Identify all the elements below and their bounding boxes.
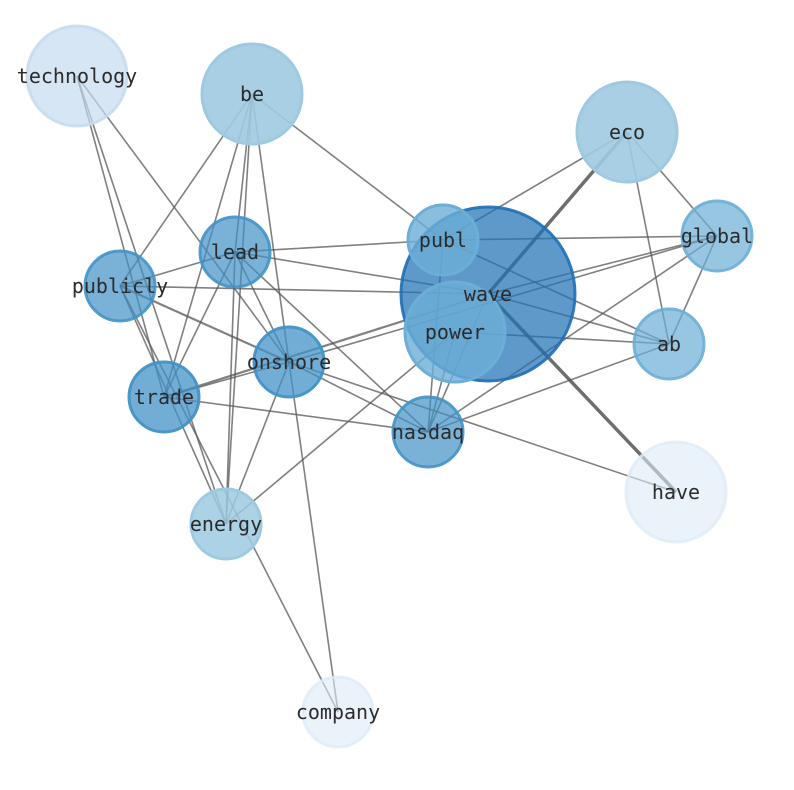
node-be[interactable] [200,42,304,146]
node-label-have: have [652,480,700,504]
node-energy[interactable] [189,487,263,561]
edge-global-nasdaq [427,235,718,433]
node-label-ab: ab [657,332,681,356]
edge-lead-energy [225,251,236,525]
edge-onshore-company [288,361,339,713]
node-lead[interactable] [198,215,272,289]
node-trade[interactable] [127,360,201,434]
edge-lead-nasdaq [234,251,429,433]
node-label-lead: lead [211,240,259,264]
node-company[interactable] [301,675,375,749]
edge-nasdaq-ab [427,343,670,433]
edge-onshore-have [288,361,677,493]
node-label-wave: wave [464,282,512,306]
node-label-publ: publ [419,228,467,252]
node-publ[interactable] [406,203,480,277]
node-technology[interactable] [25,24,129,128]
node-label-be: be [240,82,264,106]
node-label-trade: trade [134,385,194,409]
edge-trade-nasdaq [163,396,429,433]
node-publicly[interactable] [83,249,157,323]
edge-be-energy [225,93,253,525]
node-label-eco: eco [609,120,645,144]
node-label-global: global [681,224,753,248]
node-global[interactable] [680,199,754,273]
node-label-publicly: publicly [72,274,168,298]
node-label-company: company [296,700,380,724]
node-ab[interactable] [632,307,706,381]
node-label-power: power [425,320,485,344]
node-onshore[interactable] [252,325,326,399]
edge-technology-onshore [76,75,290,363]
labels-layer: technology be eco wave publ global lead publicl… [17,64,753,724]
node-label-nasdaq: nasdaq [392,420,464,444]
node-nasdaq[interactable] [391,395,465,469]
node-power[interactable] [403,280,507,384]
node-label-onshore: onshore [247,350,331,374]
nodes-layer [25,24,754,749]
node-have[interactable] [624,440,728,544]
node-eco[interactable] [575,80,679,184]
node-label-technology: technology [17,64,137,88]
node-label-energy: energy [190,512,262,536]
